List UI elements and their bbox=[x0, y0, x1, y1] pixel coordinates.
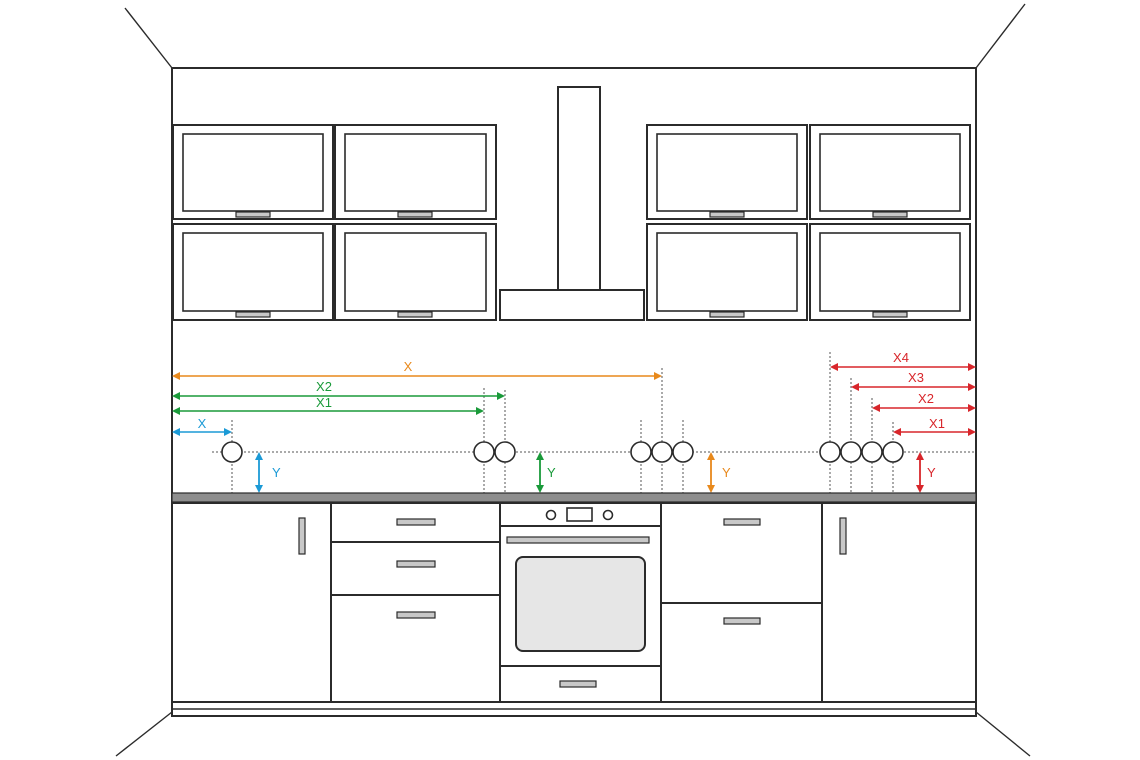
room-corner-lines bbox=[115, 3, 1031, 757]
drawer[interactable] bbox=[330, 541, 501, 596]
drawer-handle[interactable] bbox=[396, 611, 436, 619]
dimension-label-y-green: Y bbox=[547, 465, 556, 480]
socket-group-4 bbox=[819, 441, 904, 463]
dimension-label-x1: X1 bbox=[316, 395, 332, 410]
drawer-handle[interactable] bbox=[723, 518, 761, 526]
cabinet-handle-vertical[interactable] bbox=[839, 517, 847, 555]
dimension-label-y-red: Y bbox=[927, 465, 936, 480]
cabinet-handle[interactable] bbox=[235, 211, 271, 218]
dimension-right-x4: X4 bbox=[830, 350, 976, 371]
oven-knob-left[interactable] bbox=[545, 509, 557, 521]
oven-door-handle[interactable] bbox=[506, 536, 650, 544]
socket bbox=[630, 441, 652, 463]
socket bbox=[651, 441, 673, 463]
drawer-handle[interactable] bbox=[396, 518, 436, 526]
dimension-label-x: X bbox=[404, 359, 413, 374]
dimension-x-short: X bbox=[172, 416, 232, 436]
upper-cabinet[interactable] bbox=[172, 223, 334, 321]
socket bbox=[221, 441, 243, 463]
dimension-y-green: Y bbox=[536, 452, 556, 493]
oven-display bbox=[566, 507, 593, 522]
cabinet-handle[interactable] bbox=[872, 311, 908, 318]
dimension-right-x2: X2 bbox=[872, 391, 976, 412]
socket bbox=[494, 441, 516, 463]
upper-cabinet[interactable] bbox=[809, 223, 971, 321]
dimension-right-x3: X3 bbox=[851, 370, 976, 391]
drawer-handle[interactable] bbox=[396, 560, 436, 568]
cabinet-handle-vertical[interactable] bbox=[298, 517, 306, 555]
cabinet-handle[interactable] bbox=[872, 211, 908, 218]
oven-drawer-handle[interactable] bbox=[559, 680, 597, 688]
cabinet-handle[interactable] bbox=[397, 211, 433, 218]
dimension-label-right-x1: X1 bbox=[929, 416, 945, 431]
dimension-label-right-x4: X4 bbox=[893, 350, 909, 365]
dimension-y-orange: Y bbox=[707, 452, 731, 493]
socket-group-3 bbox=[630, 441, 694, 463]
drawer-handle[interactable] bbox=[723, 617, 761, 625]
upper-cabinet[interactable] bbox=[646, 223, 808, 321]
drawer[interactable] bbox=[660, 502, 823, 604]
oven bbox=[499, 502, 662, 703]
oven-knob-right[interactable] bbox=[602, 509, 614, 521]
dimension-label-right-x3: X3 bbox=[908, 370, 924, 385]
dimension-y-red: Y bbox=[916, 452, 936, 493]
cabinet-handle[interactable] bbox=[397, 311, 433, 318]
upper-cabinet[interactable] bbox=[334, 223, 497, 321]
socket bbox=[819, 441, 841, 463]
cabinet-handle[interactable] bbox=[235, 311, 271, 318]
socket-group-2 bbox=[473, 441, 516, 463]
dimension-label-x-short: X bbox=[198, 416, 207, 431]
upper-cabinet[interactable] bbox=[809, 124, 971, 220]
socket bbox=[672, 441, 694, 463]
socket bbox=[861, 441, 883, 463]
socket-group-1 bbox=[221, 441, 243, 463]
dimension-x2: X2 bbox=[172, 379, 505, 400]
socket bbox=[473, 441, 495, 463]
range-hood bbox=[499, 86, 645, 321]
oven-window bbox=[515, 556, 646, 652]
dimension-right-x1: X1 bbox=[893, 416, 976, 436]
cabinet-handle[interactable] bbox=[709, 311, 745, 318]
cabinet-handle[interactable] bbox=[709, 211, 745, 218]
plinth bbox=[171, 701, 977, 717]
dimension-x: X bbox=[172, 359, 662, 380]
socket bbox=[882, 441, 904, 463]
upper-cabinet[interactable] bbox=[172, 124, 334, 220]
dimension-label-right-x2: X2 bbox=[918, 391, 934, 406]
upper-cabinets-left bbox=[172, 124, 497, 321]
upper-cabinets-right bbox=[646, 124, 971, 321]
dimension-x1: X1 bbox=[172, 395, 484, 415]
upper-cabinet[interactable] bbox=[334, 124, 497, 220]
base-cabinet-right[interactable] bbox=[821, 502, 977, 703]
upper-cabinet[interactable] bbox=[646, 124, 808, 220]
base-cabinet-left[interactable] bbox=[171, 502, 332, 703]
dimension-y-blue: Y bbox=[255, 452, 281, 493]
drawer[interactable] bbox=[330, 594, 501, 703]
base-cabinets bbox=[171, 502, 977, 703]
countertop bbox=[171, 492, 977, 503]
socket bbox=[840, 441, 862, 463]
dimension-label-y-blue: Y bbox=[272, 465, 281, 480]
dimension-label-x2: X2 bbox=[316, 379, 332, 394]
dimension-label-y-orange: Y bbox=[722, 465, 731, 480]
outlet-guide-lines bbox=[212, 352, 976, 493]
